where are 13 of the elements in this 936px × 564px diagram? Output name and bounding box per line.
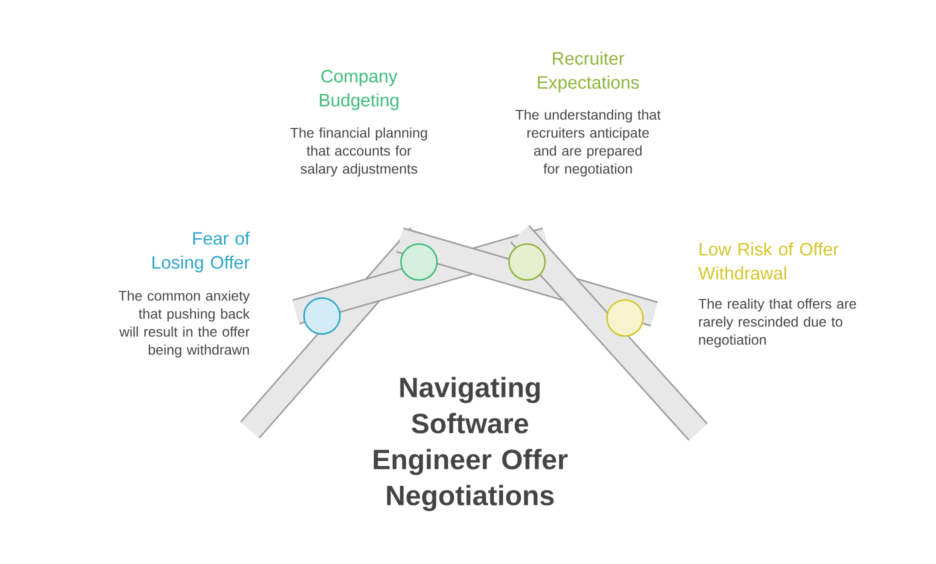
circle-marker	[606, 299, 644, 337]
description: The understanding that recruiters anticipate and are prepared for negotiation	[516, 109, 661, 176]
heading: Low Risk of Offer Withdrawal	[698, 242, 839, 280]
circle-marker	[400, 243, 438, 281]
description: The common anxiety that pushing back will result in the offer being withdrawn	[118, 290, 250, 358]
heading: Recruiter Expectations	[538, 52, 639, 92]
description: The reality that offers are rarely rescinded due to negotiation	[698, 298, 856, 348]
description: The financial planning that accounts for salary adjustments	[290, 127, 427, 176]
heading: Fear of Losing Offer	[152, 232, 250, 272]
heading: Company Budgeting	[320, 70, 398, 110]
circle-marker	[303, 297, 341, 335]
circle-marker	[508, 243, 546, 281]
title: Navigating Software Engineer Offer Negotiations	[374, 376, 568, 512]
